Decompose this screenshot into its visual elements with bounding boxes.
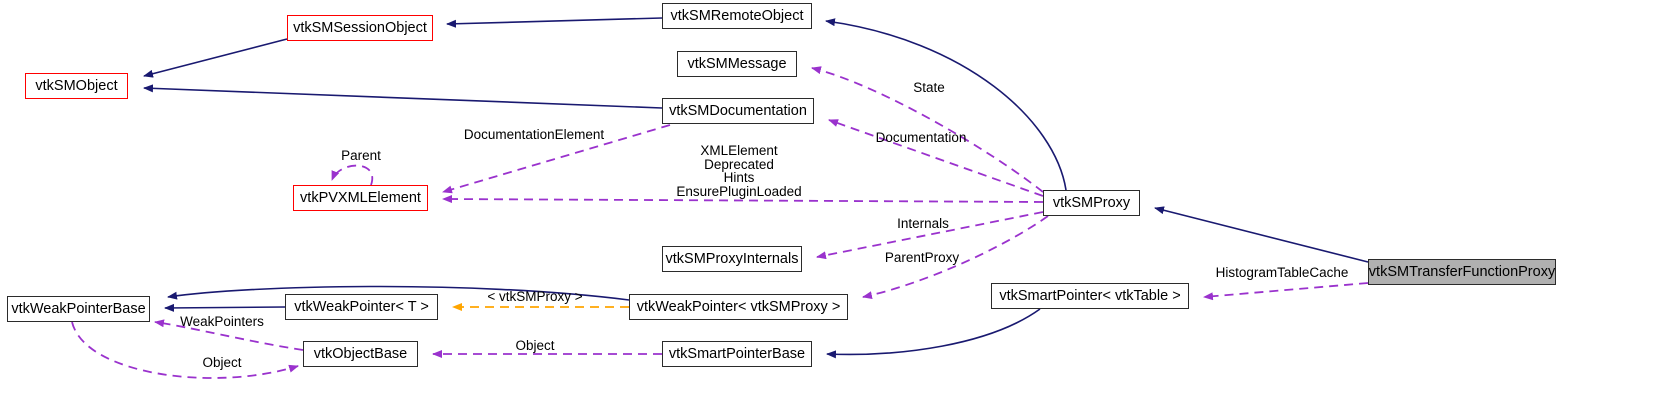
edge-weak-pointers xyxy=(154,319,304,351)
edge-label-proxy-attrs: XMLElement Deprecated Hints EnsurePlugin… xyxy=(676,143,802,199)
node-label: vtkWeakPointer< vtkSMProxy > xyxy=(636,298,841,315)
node-label: vtkSmartPointerBase xyxy=(668,345,806,362)
node-vtkSMRemoteObject[interactable]: vtkSMRemoteObject xyxy=(662,3,812,29)
node-label: vtkSmartPointer< vtkTable > xyxy=(999,287,1181,304)
edge-label-object-left: Object xyxy=(202,355,242,370)
edge-parent-proxy xyxy=(862,215,1049,300)
edge-label-documentation: Documentation xyxy=(875,130,967,145)
node-vtkObjectBase[interactable]: vtkObjectBase xyxy=(303,341,418,367)
node-label: vtkSMRemoteObject xyxy=(670,7,804,24)
node-vtkSMProxy[interactable]: vtkSMProxy xyxy=(1043,190,1140,216)
edge-proxy-xmlelement xyxy=(442,195,1044,204)
edge-sessionobject-smobject xyxy=(143,38,288,78)
edge-label-parent: Parent xyxy=(341,148,381,163)
node-label: vtkSMDocumentation xyxy=(669,102,807,119)
edge-label-documentation-element: DocumentationElement xyxy=(463,127,605,142)
node-label: vtkSMProxyInternals xyxy=(665,250,799,267)
node-label: vtkSMMessage xyxy=(687,55,787,72)
edge-documentation xyxy=(828,119,1044,197)
edge-parent-selfloop xyxy=(331,164,374,186)
edge-smartpointertable-smartpointerbase xyxy=(826,308,1041,359)
edge-weakpointert-weakpointerbase xyxy=(164,303,286,312)
node-vtkWeakPointerT[interactable]: vtkWeakPointer< T > xyxy=(285,294,438,320)
edge-documentation-element xyxy=(442,124,671,194)
node-label: vtkSMObject xyxy=(35,77,118,94)
edge-label-state: State xyxy=(913,80,945,95)
node-vtkSMObject[interactable]: vtkSMObject xyxy=(25,73,128,99)
node-vtkSmartPointerBase[interactable]: vtkSmartPointerBase xyxy=(662,341,812,367)
node-vtkSMMessage[interactable]: vtkSMMessage xyxy=(677,51,797,77)
node-vtkSMDocumentation[interactable]: vtkSMDocumentation xyxy=(662,98,814,124)
edge-weakpointerproxy-weakpointerbase xyxy=(167,285,630,301)
edge-label-parent-proxy: ParentProxy xyxy=(884,250,960,265)
node-vtkWeakPointerBase[interactable]: vtkWeakPointerBase xyxy=(7,296,150,322)
edge-internals xyxy=(816,211,1044,260)
node-label: vtkSMTransferFunctionProxy xyxy=(1368,263,1556,280)
node-vtkSMProxyInternals[interactable]: vtkSMProxyInternals xyxy=(662,246,802,272)
edge-histogram-table-cache xyxy=(1203,282,1369,301)
edge-label-object-right: Object xyxy=(515,338,555,353)
edge-documentation-smobject xyxy=(143,84,663,109)
edge-smproxy-remoteobject xyxy=(825,18,1067,191)
node-label: vtkSMSessionObject xyxy=(293,19,427,36)
node-label: vtkWeakPointerBase xyxy=(11,300,146,317)
edge-label-internals: Internals xyxy=(897,216,949,231)
node-label: vtkObjectBase xyxy=(313,345,408,362)
node-vtkSMSessionObject[interactable]: vtkSMSessionObject xyxy=(287,15,433,41)
node-vtkSmartPointerVtkTable[interactable]: vtkSmartPointer< vtkTable > xyxy=(991,283,1189,309)
edge-label-template-arg: < vtkSMProxy > xyxy=(487,289,583,304)
node-label: vtkSMProxy xyxy=(1052,194,1131,211)
edge-remoteobject-sessionobject xyxy=(446,17,663,28)
edge-label-histogram-table-cache: HistogramTableCache xyxy=(1215,265,1349,280)
node-label: vtkWeakPointer< T > xyxy=(294,298,429,315)
node-label: vtkPVXMLElement xyxy=(300,189,421,206)
node-vtkSMTransferFunctionProxy[interactable]: vtkSMTransferFunctionProxy xyxy=(1368,259,1556,285)
edge-object-left xyxy=(71,321,299,379)
node-vtkPVXMLElement[interactable]: vtkPVXMLElement xyxy=(293,185,428,211)
edge-label-weak-pointers: WeakPointers xyxy=(180,314,264,329)
node-vtkWeakPointerVtkSMProxy[interactable]: vtkWeakPointer< vtkSMProxy > xyxy=(629,294,848,320)
edge-transferfunctionproxy-smproxy xyxy=(1154,206,1369,263)
